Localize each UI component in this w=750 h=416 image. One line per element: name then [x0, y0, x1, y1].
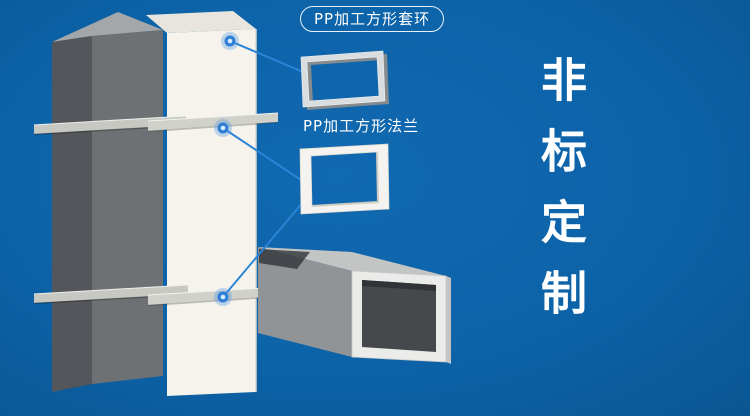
horizontal-duct-interior [362, 280, 436, 352]
callout-dot-bottom [214, 288, 232, 306]
horizontal-duct [258, 247, 451, 364]
callout-line-flange-upper [222, 127, 302, 181]
square-collar [300, 50, 389, 110]
square-flange [299, 143, 390, 215]
callout-dot-top [221, 32, 239, 50]
gray-duct-right-face [92, 30, 163, 384]
square-flange-inner-shading [311, 151, 380, 207]
gray-square-duct [52, 12, 163, 392]
vertical-slogan: 非标定制 [534, 56, 588, 340]
gray-duct-left-face [52, 36, 92, 392]
dot-center [227, 38, 233, 44]
horizontal-duct-back-opening-shadow [259, 249, 310, 269]
gray-duct-lower-plate [34, 285, 188, 303]
dot-center [220, 294, 226, 300]
plate-highlight [147, 112, 279, 122]
square-collar-front [300, 50, 386, 108]
horizontal-duct-interior-shadow [362, 280, 436, 291]
dot-center [220, 125, 226, 131]
flange-label: PP加工方形法兰 [303, 117, 420, 135]
flange-rim-thickness [446, 276, 451, 364]
plate-highlight [33, 284, 189, 295]
callout-line-flange-lower [222, 201, 304, 298]
collar-label: PP加工方形套环 [300, 6, 445, 32]
callout-dot-middle [214, 119, 232, 137]
plate-highlight [33, 115, 187, 126]
gray-duct-top-face [52, 12, 163, 42]
mounted-flange-plates [33, 112, 282, 307]
horizontal-duct-side-face [258, 247, 352, 357]
white-duct-front-face [167, 29, 256, 396]
white-duct-top-face [146, 11, 256, 33]
callout-lines [222, 40, 304, 298]
white-duct-lower-plate [148, 287, 281, 305]
callout-line-collar [229, 40, 304, 73]
white-duct-upper-plate [148, 113, 278, 131]
plate-shadow [147, 121, 279, 133]
